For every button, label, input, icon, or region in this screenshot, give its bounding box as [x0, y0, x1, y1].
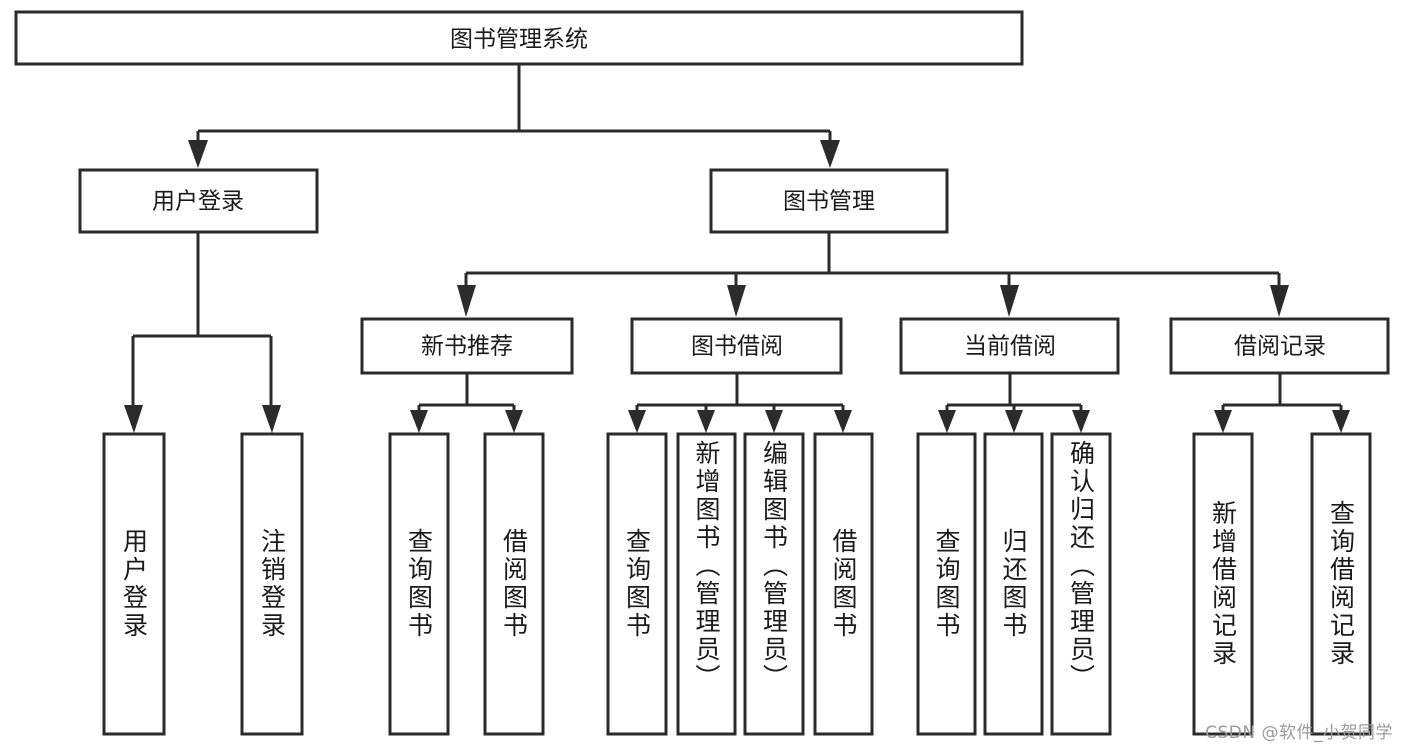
arrowhead-leaf-confirm-return: [1072, 410, 1090, 433]
node-borrow-record[interactable]: [1169, 317, 1390, 375]
arrowhead-book-borrow: [727, 285, 746, 317]
node-leaf-query-book-1[interactable]: [388, 432, 450, 736]
arrowhead-to-userlogin: [188, 140, 208, 168]
arrowhead-leaf-query-record: [1332, 410, 1350, 433]
node-leaf-edit-book[interactable]: [743, 432, 805, 736]
node-leaf-confirm-return[interactable]: [1050, 432, 1112, 736]
arrowhead-to-bookmanage: [820, 140, 840, 168]
node-user-login-label: 用户登录: [152, 189, 244, 215]
node-leaf-query-record[interactable]: [1310, 432, 1372, 736]
node-current-borrow-label: 当前借阅: [964, 334, 1056, 360]
arrowhead-leaf-user-login: [124, 405, 143, 433]
arrowhead-borrow-record: [1270, 285, 1289, 317]
node-leaf-add-book[interactable]: [676, 432, 737, 736]
node-leaf-add-record[interactable]: [1192, 432, 1254, 736]
node-leaf-borrow-book-1[interactable]: [483, 432, 545, 736]
arrowhead-leaf-add-book: [697, 410, 715, 433]
node-book-manage-label: 图书管理: [783, 189, 875, 215]
node-new-book-recommend[interactable]: [360, 317, 574, 375]
node-book-borrow-label: 图书借阅: [691, 334, 783, 360]
arrowhead-leaf-query-book-2: [628, 410, 646, 433]
arrowhead-current-borrow: [1000, 285, 1019, 317]
arrowhead-leaf-logout-login: [262, 405, 281, 433]
arrowhead-leaf-edit-book: [765, 410, 783, 433]
node-leaf-borrow-book-2[interactable]: [813, 432, 874, 736]
arrowhead-leaf-borrow-book-1: [505, 410, 523, 433]
node-leaf-logout-login[interactable]: [240, 432, 304, 736]
node-new-book-recommend-label: 新书推荐: [421, 334, 513, 360]
arrowhead-leaf-add-record: [1214, 410, 1232, 433]
arrowhead-leaf-return-book: [1005, 410, 1023, 433]
arrowhead-leaf-query-book-3: [938, 410, 956, 433]
node-leaf-query-book-3[interactable]: [916, 432, 977, 736]
node-borrow-record-label: 借阅记录: [1234, 334, 1326, 360]
arrowhead-leaf-borrow-book-2: [834, 410, 852, 433]
node-book-borrow[interactable]: [630, 317, 843, 375]
node-root-system-label: 图书管理系统: [450, 27, 588, 53]
node-current-borrow[interactable]: [899, 317, 1120, 375]
node-book-manage[interactable]: [709, 168, 949, 234]
node-leaf-return-book[interactable]: [983, 432, 1044, 736]
arrowhead-new-book-recommend: [457, 285, 476, 317]
watermark-text: CSDN @软件_小贺同学: [1205, 723, 1393, 743]
node-leaf-query-book-2[interactable]: [606, 432, 668, 736]
arrowhead-leaf-query-book-1: [410, 410, 428, 433]
node-root-system[interactable]: [14, 10, 1024, 66]
node-leaf-user-login[interactable]: [102, 432, 166, 736]
